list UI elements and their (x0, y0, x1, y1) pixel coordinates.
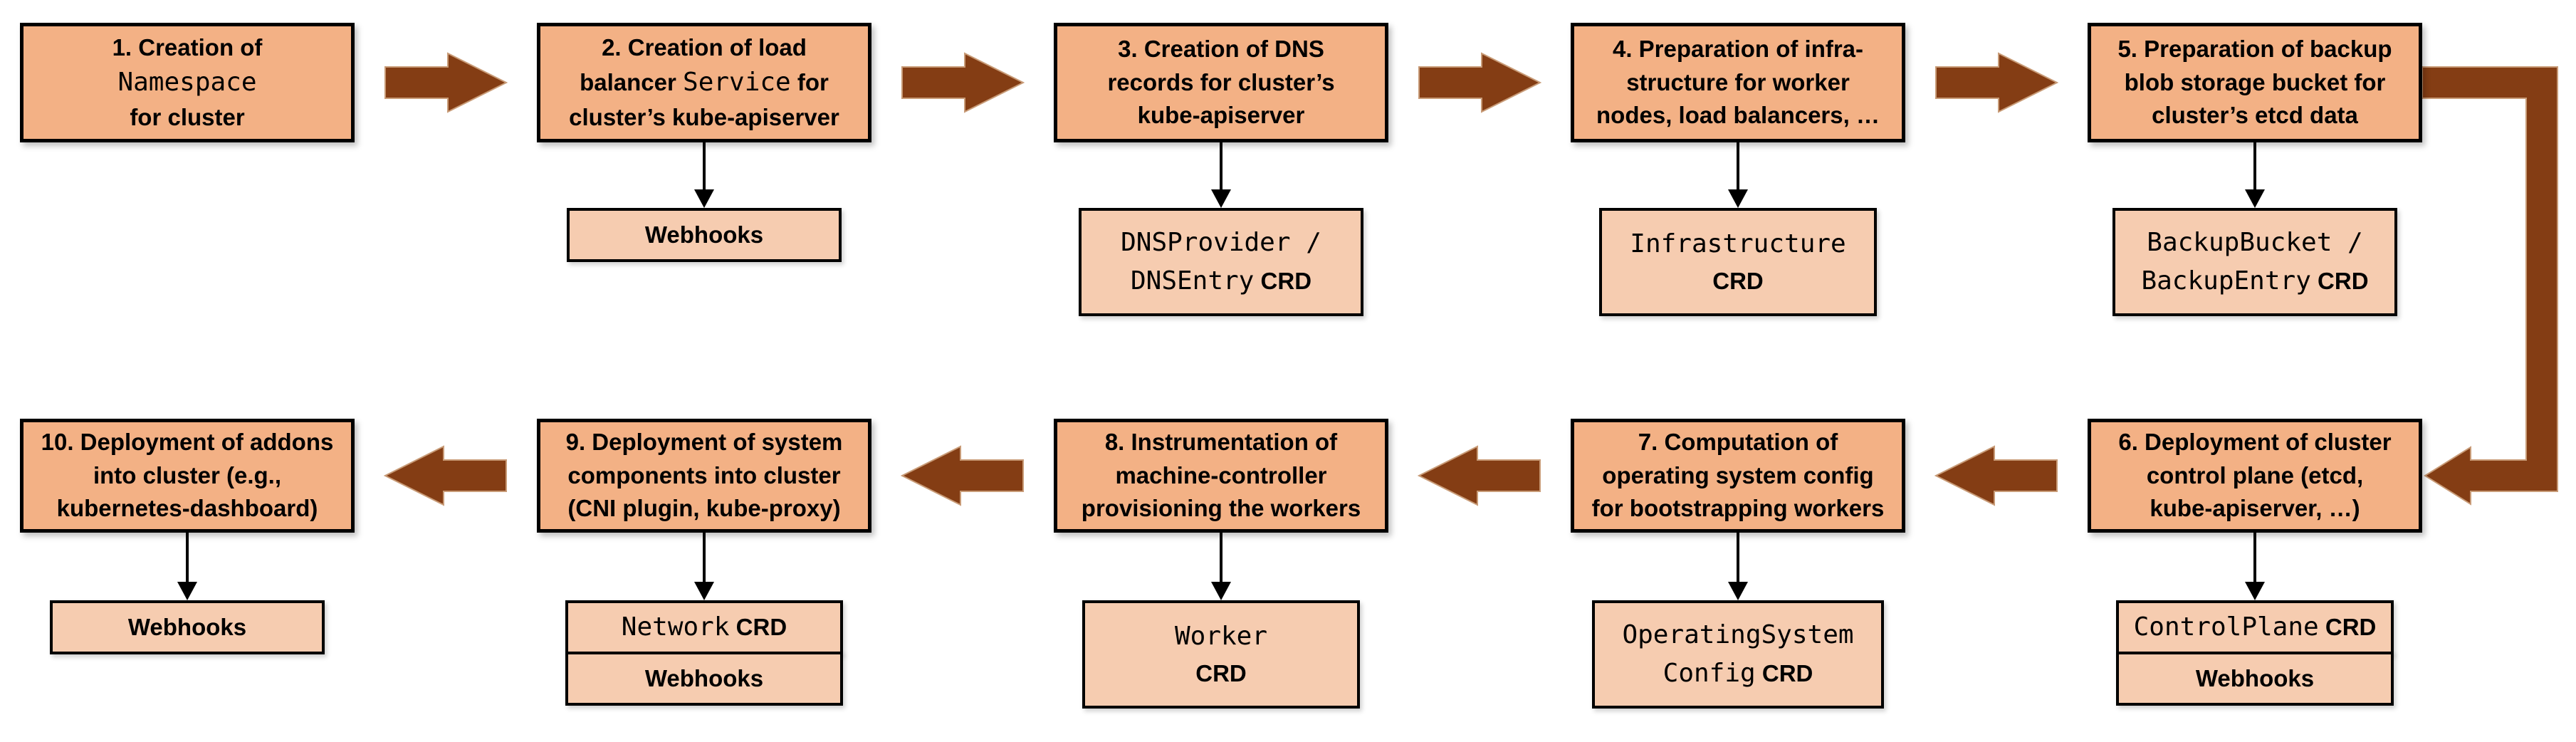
step-9-webhooks-box: Webhooks (565, 652, 843, 706)
text-line: provisioning the workers (1081, 495, 1361, 522)
text-line: kubernetes-dashboard) (56, 495, 318, 522)
connector-step3-crd-line (1220, 142, 1222, 189)
text-line: 10. Deployment of addons (41, 428, 334, 455)
text-line: 3. Creation of DNS (1118, 35, 1324, 62)
step-6-controlplane-crd-box: ControlPlane CRD (2116, 600, 2394, 654)
text-line: components into cluster (567, 461, 841, 488)
text-line: 4. Preparation of infra- (1612, 35, 1864, 62)
text-line: control plane (etcd, (2146, 461, 2364, 488)
text-line: Namespace (117, 68, 257, 98)
arrow-step9-to-step10 (383, 445, 507, 506)
arrow-step4-to-step5 (1935, 52, 2059, 113)
connector-step3-crd-arrowhead (1211, 189, 1231, 208)
connector-step4-crd-arrowhead (1728, 189, 1748, 208)
step-5-backup-crd-box: BackupBucket / BackupEntry CRD (2112, 208, 2397, 316)
text-line: 6. Deployment of cluster (2118, 428, 2392, 455)
connector-step6-crd-line (2253, 533, 2256, 582)
connector-step8-crd-arrowhead (1211, 582, 1231, 600)
text-line: OperatingSystem (1622, 620, 1854, 649)
text-line: operating system config (1602, 461, 1874, 488)
text-line: 1. Creation of (112, 33, 263, 61)
step-10-box: 10. Deployment of addons into cluster (e.… (20, 419, 355, 533)
text-line: machine-controller (1115, 461, 1327, 488)
text-line: kube-apiserver (1137, 102, 1305, 129)
step-2-box: 2. Creation of load balancer Service for c… (537, 23, 871, 142)
text-line: nodes, load balancers, … (1596, 102, 1880, 129)
text-line: 8. Instrumentation of (1104, 428, 1338, 455)
text-line: Config CRD (1663, 659, 1813, 688)
step-3-box: 3. Creation of DNS records for cluster’s k… (1054, 23, 1388, 142)
connector-step9-crd-line (703, 533, 706, 582)
step-8-box: 8. Instrumentation of machine-controller p… (1054, 419, 1388, 533)
text-line: into cluster (e.g., (93, 461, 282, 488)
step-6-box: 6. Deployment of cluster control plane (e… (2088, 419, 2422, 533)
step-7-box: 7. Computation of operating system config… (1571, 419, 1905, 533)
text-line: CRD (1712, 268, 1764, 295)
arrow-step5-to-step6 (2421, 66, 2558, 506)
connector-step2-webhooks-line (703, 142, 706, 189)
step-4-box: 4. Preparation of infra-structure for wo… (1571, 23, 1905, 142)
text-line: Webhooks (2195, 665, 2315, 692)
text-line: BackupBucket / (2147, 228, 2363, 257)
connector-step10-webhooks-line (186, 533, 189, 582)
text-line: Infrastructure (1630, 229, 1846, 259)
text-line: cluster’s kube-apiserver (569, 103, 839, 130)
text-line: balancer Service for (580, 68, 829, 98)
connector-step5-crd-line (2253, 142, 2256, 189)
step-3-dns-crd-box: DNSProvider / DNSEntry CRD (1079, 208, 1363, 316)
text-line: ControlPlane CRD (2133, 612, 2377, 642)
text-line: Network CRD (621, 612, 787, 642)
text-line: 7. Computation of (1638, 428, 1838, 455)
text-line: BackupEntry CRD (2141, 266, 2369, 296)
text-line: records for cluster’s (1107, 68, 1335, 95)
connector-step10-webhooks-arrowhead (177, 582, 197, 600)
step-1-box: 1. Creation of Namespace for cluster (20, 23, 355, 142)
step-9-network-crd-box: Network CRD (565, 600, 843, 654)
text-line: CRD (1195, 660, 1247, 687)
text-line: 2. Creation of load (602, 33, 807, 61)
text-line: (CNI plugin, kube-proxy) (567, 495, 841, 522)
step-10-webhooks-box: Webhooks (50, 600, 325, 654)
connector-step6-crd-arrowhead (2245, 582, 2265, 600)
connector-step7-crd-line (1737, 533, 1739, 582)
text-line: 9. Deployment of system (565, 428, 843, 455)
connector-step4-crd-line (1737, 142, 1739, 189)
connector-step7-crd-arrowhead (1728, 582, 1748, 600)
text-line: DNSProvider / (1121, 228, 1321, 257)
step-9-box: 9. Deployment of system components into c… (537, 419, 871, 533)
arrow-step3-to-step4 (1418, 52, 1542, 113)
step-2-webhooks-box: Webhooks (567, 208, 842, 262)
connector-step5-crd-arrowhead (2245, 189, 2265, 208)
step-5-box: 5. Preparation of backup blob storage buc… (2088, 23, 2422, 142)
arrow-step7-to-step8 (1417, 445, 1541, 506)
connector-step2-webhooks-arrowhead (694, 189, 714, 208)
text-line: Webhooks (644, 221, 764, 249)
arrow-step6-to-step7 (1934, 445, 2058, 506)
connector-step9-crd-arrowhead (694, 582, 714, 600)
text-line: 5. Preparation of backup (2117, 35, 2392, 62)
arrow-step2-to-step3 (901, 52, 1025, 113)
step-6-webhooks-box: Webhooks (2116, 652, 2394, 706)
text-line: cluster’s etcd data (2152, 102, 2358, 129)
text-line: Worker (1174, 622, 1268, 652)
text-line: kube-apiserver, …) (2150, 495, 2360, 522)
text-line: for cluster (130, 103, 245, 130)
text-line: DNSEntry CRD (1130, 266, 1312, 296)
connector-step8-crd-line (1220, 533, 1222, 582)
text-line: Webhooks (127, 614, 247, 641)
text-line: Webhooks (644, 665, 764, 692)
arrow-step8-to-step9 (900, 445, 1024, 506)
text-line: blob storage bucket for (2124, 68, 2386, 95)
text-line: for bootstrapping workers (1591, 495, 1885, 522)
arrow-step1-to-step2 (384, 52, 508, 113)
text-line: structure for worker (1626, 68, 1850, 95)
